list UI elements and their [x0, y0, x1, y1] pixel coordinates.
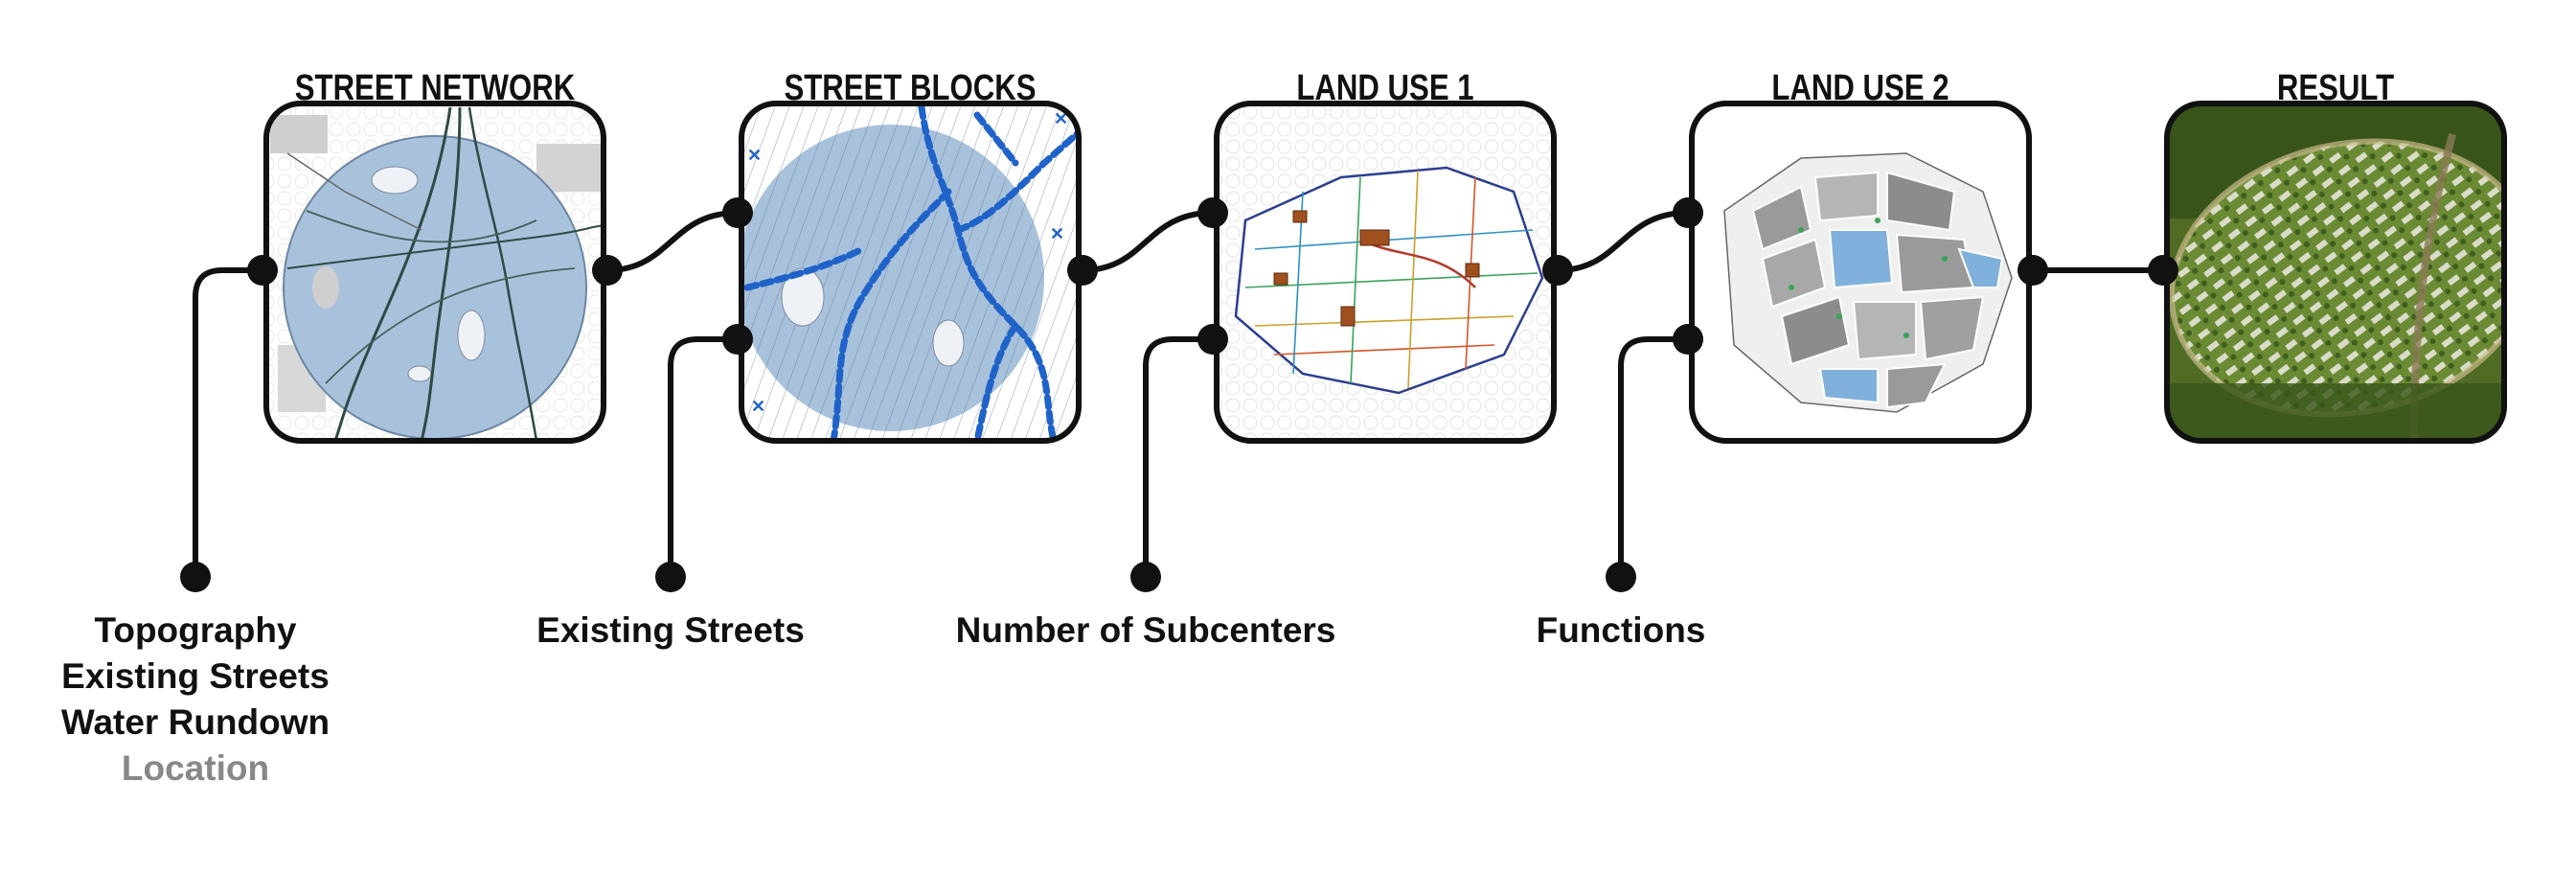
input-dot-street-blocks [655, 562, 686, 592]
port-dot [247, 255, 278, 286]
port-dot [1197, 324, 1228, 355]
input-connector-street-blocks [668, 336, 738, 577]
input-label-number-of-subcenters: Number of Subcenters [956, 610, 1336, 650]
svg-text:✕: ✕ [1050, 224, 1064, 243]
port-dot [1197, 197, 1228, 228]
stage-image-land-use-1 [1217, 104, 1554, 441]
port-dot [722, 324, 753, 355]
stage-image-result [2167, 104, 2504, 441]
stage-connectors [606, 210, 2163, 273]
input-dot-land-use-2 [1606, 562, 1636, 592]
connector-landuse1-to-landuse2 [1557, 210, 1689, 273]
input-connector-land-use-2 [1618, 336, 1688, 577]
input-label-existing-streets-blocks: Existing Streets [536, 610, 805, 650]
input-label-topography: Topography [94, 610, 296, 650]
port-dot [1542, 255, 1573, 286]
port-dot [2148, 255, 2178, 286]
svg-text:✕: ✕ [747, 146, 762, 165]
input-label-existing-streets: Existing Streets [61, 656, 330, 696]
port-dot [722, 197, 753, 228]
stage-image-street-network [266, 104, 604, 441]
input-label-functions: Functions [1537, 610, 1706, 650]
connector-blocks-to-landuse1 [1082, 210, 1214, 273]
port-dot [1673, 324, 1703, 355]
port-dot [1067, 255, 1098, 286]
input-connectors [193, 267, 1688, 577]
stage-image-street-blocks: ✕ ✕ ✕ ✕ [741, 104, 1079, 441]
input-dot-street-network [180, 562, 211, 592]
port-dot [592, 255, 623, 286]
input-connector-street-network [193, 267, 262, 577]
port-dot [2017, 255, 2048, 286]
svg-text:✕: ✕ [751, 397, 765, 416]
input-connector-land-use-1 [1143, 336, 1213, 577]
svg-text:✕: ✕ [1054, 109, 1068, 128]
connector-network-to-blocks [606, 210, 739, 273]
stage-image-land-use-2 [1692, 104, 2029, 441]
port-dot [1673, 197, 1703, 228]
port-dots [180, 197, 2178, 592]
input-label-water-rundown: Water Rundown [61, 702, 330, 742]
input-labels: Topography Existing Streets Water Rundow… [61, 610, 1705, 788]
input-label-location: Location [122, 748, 269, 788]
input-dot-land-use-1 [1130, 562, 1161, 592]
